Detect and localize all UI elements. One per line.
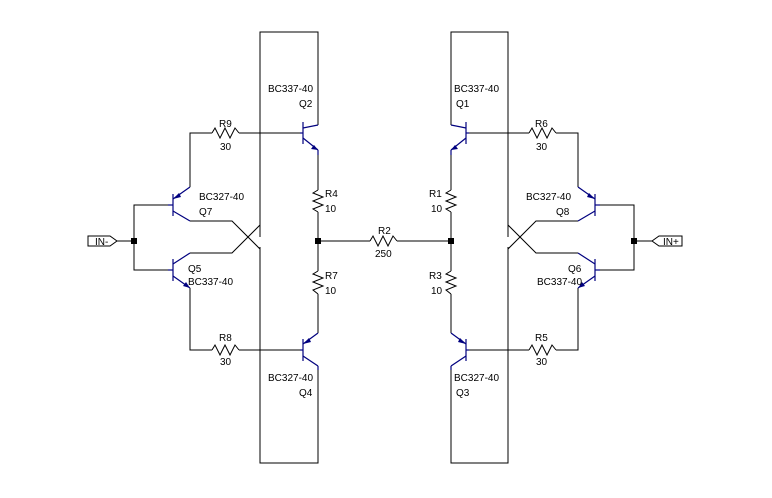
r8-value-label: 30	[220, 357, 232, 368]
r4-value-label: 10	[325, 204, 337, 215]
r3-ref-label: R3	[429, 271, 442, 282]
r7-resistor	[311, 270, 325, 295]
q6-transistor	[577, 252, 600, 289]
junction-left-output	[315, 238, 321, 244]
r4-resistor	[311, 189, 325, 213]
q6-collector-cross-wire	[507, 223, 578, 254]
q4-transistor	[300, 332, 319, 370]
q2-transistor	[300, 122, 319, 155]
q5-emitter-r8-wire	[189, 288, 212, 351]
q4-model-label: BC327-40	[268, 373, 313, 384]
right-top-rail-wire	[450, 31, 509, 237]
r9-value-label: 30	[220, 142, 232, 153]
q7-collector-cross-wire	[190, 220, 261, 251]
r8-ref-label: R8	[219, 333, 232, 344]
q7-emitter-r9-wire	[189, 132, 212, 187]
q5-model-label: BC337-40	[188, 277, 233, 288]
q6-model-label: BC337-40	[537, 277, 582, 288]
q1-ref-label: Q1	[456, 99, 470, 110]
in-plus-bases-wire	[600, 204, 635, 271]
r4-ref-label: R4	[325, 189, 338, 200]
q8-model-label: BC327-40	[526, 192, 571, 203]
junction-in-minus	[131, 238, 137, 244]
r6-value-label: 30	[536, 142, 548, 153]
r2-ref-label: R2	[378, 226, 391, 237]
left-bottom-rail-wire	[259, 247, 319, 464]
r7-ref-label: R7	[325, 271, 338, 282]
r1-ref-label: R1	[429, 189, 442, 200]
r5-value-label: 30	[536, 357, 548, 368]
q5-ref-label: Q5	[188, 264, 202, 275]
q8-transistor	[577, 186, 600, 222]
r2-value-label: 250	[375, 249, 392, 260]
wires	[117, 31, 652, 464]
q8-collector-cross-wire	[507, 220, 578, 251]
q7-ref-label: Q7	[199, 207, 213, 218]
r8-resistor	[211, 343, 240, 357]
q8-ref-label: Q8	[556, 207, 570, 218]
q7-transistor	[168, 186, 191, 222]
in-minus-label: IN-	[95, 237, 108, 248]
r6-ref-label: R6	[535, 119, 548, 130]
q2-model-label: BC337-40	[268, 84, 313, 95]
q6-ref-label: Q6	[568, 264, 582, 275]
q8-emitter-r6-wire	[556, 132, 579, 187]
r9-ref-label: R9	[219, 119, 232, 130]
q5-transistor	[168, 252, 191, 289]
q2-ref-label: Q2	[299, 99, 313, 110]
junction-in-plus	[631, 238, 637, 244]
right-bottom-rail-wire	[450, 247, 509, 464]
q5-collector-cross-wire	[190, 223, 261, 254]
q1-transistor	[450, 122, 469, 155]
r9-resistor	[211, 126, 240, 140]
q1-model-label: BC337-40	[454, 84, 499, 95]
q4-ref-label: Q4	[299, 388, 313, 399]
r2-resistor	[369, 234, 398, 248]
in-plus-label: IN+	[663, 237, 679, 248]
r5-ref-label: R5	[535, 333, 548, 344]
r1-resistor	[444, 189, 458, 213]
resistors	[211, 126, 557, 357]
r1-value-label: 10	[431, 204, 443, 215]
q7-model-label: BC327-40	[199, 192, 244, 203]
q3-ref-label: Q3	[456, 388, 470, 399]
in-minus-bases-wire	[133, 204, 168, 271]
r3-value-label: 10	[431, 286, 443, 297]
q6-emitter-r5-wire	[556, 288, 579, 351]
r3-resistor	[444, 270, 458, 295]
junction-right-output	[448, 238, 454, 244]
in-minus-port: IN-	[87, 235, 118, 248]
r6-resistor	[528, 126, 557, 140]
r5-resistor	[528, 343, 557, 357]
q3-model-label: BC327-40	[454, 373, 499, 384]
r7-value-label: 10	[325, 286, 337, 297]
left-top-rail-wire	[259, 31, 319, 237]
q3-transistor	[450, 332, 469, 370]
in-plus-port: IN+	[651, 235, 683, 248]
